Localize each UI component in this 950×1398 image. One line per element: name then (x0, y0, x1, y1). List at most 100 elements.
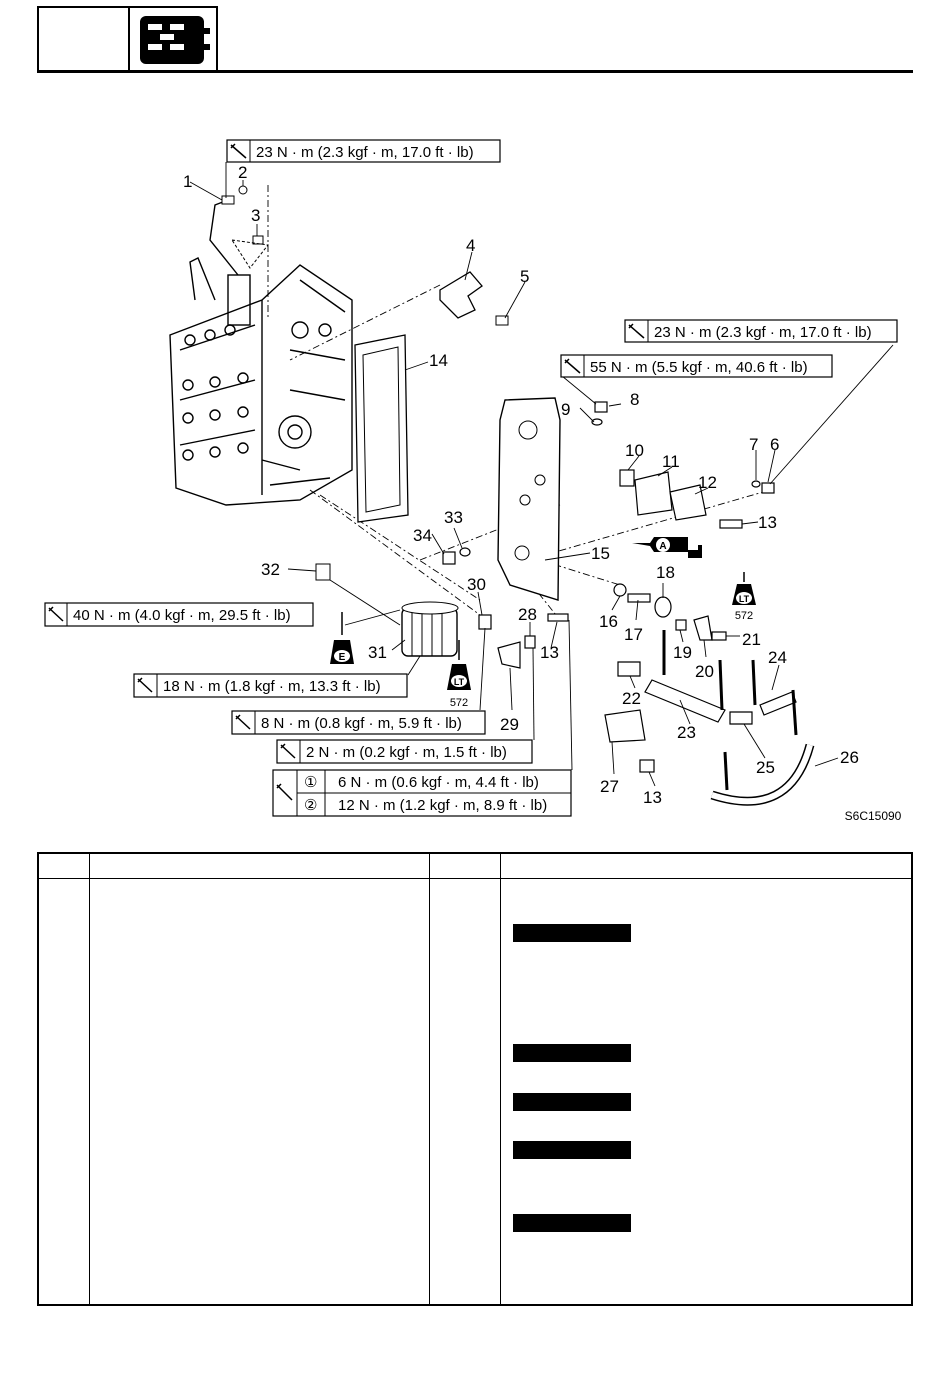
gasket-11 (634, 471, 673, 516)
bolt-5 (495, 315, 509, 326)
gasket-14 (354, 334, 409, 523)
callout-8: 8 (630, 390, 639, 409)
callout-29: 29 (500, 715, 519, 734)
lt-number: 572 (735, 610, 753, 622)
callout-17: 17 (624, 625, 643, 644)
redacted-bar (513, 1141, 631, 1159)
torque-spec-t5: 18 N · m (1.8 kgf · m, 13.3 ft · lb) (133, 673, 408, 698)
callout-11: 11 (662, 452, 680, 471)
bolt-21 (711, 631, 727, 641)
callout-24: 24 (768, 648, 787, 667)
figure-code: S6C15090 (845, 809, 902, 823)
torque-t6-text: 8 N · m (0.8 kgf · m, 5.9 ft · lb) (261, 715, 462, 732)
torque-t1-text: 23 N · m (2.3 kgf · m, 17.0 ft · lb) (256, 144, 474, 161)
callout-26: 26 (840, 748, 859, 767)
lt-label: LT (739, 594, 750, 604)
bolt-13b (639, 759, 655, 773)
seal-16 (613, 583, 627, 597)
washer-7 (751, 480, 761, 488)
table-col-divider (89, 854, 90, 1304)
callout-13a: 13 (758, 513, 777, 532)
table-col-divider (429, 854, 430, 1304)
header-rule (37, 70, 913, 73)
callout-4: 4 (466, 236, 475, 255)
callout-18: 18 (656, 563, 675, 582)
torque-wrench-icon (48, 606, 64, 622)
callout-20: 20 (695, 662, 714, 681)
torque-spec-t3: 55 N · m (5.5 kgf · m, 40.6 ft · lb) (560, 354, 833, 378)
redacted-bar (513, 1214, 631, 1232)
torque-spec-t1: 23 N · m (2.3 kgf · m, 17.0 ft · lb) (226, 139, 501, 163)
t-joint-22 (617, 661, 641, 677)
torque-wrench-icon (230, 143, 247, 159)
part-19 (675, 619, 687, 631)
callout-31: 31 (368, 643, 387, 662)
bolt-13 (719, 519, 743, 529)
callout-19: 19 (673, 643, 692, 662)
torque-t3-text: 55 N · m (5.5 kgf · m, 40.6 ft · lb) (590, 359, 808, 376)
torque-wrench-icon (137, 677, 153, 693)
torque-t8-num2: ② (304, 797, 317, 814)
callout-6: 6 (770, 435, 779, 454)
callout-21: 21 (742, 630, 761, 649)
hose-23 (644, 679, 726, 723)
bracket-27 (604, 709, 646, 743)
torque-spec-t6: 8 N · m (0.8 kgf · m, 5.9 ft · lb) (231, 710, 486, 735)
leader-lines (189, 162, 894, 787)
grease-a-icon: A (632, 537, 702, 558)
fitting-32 (315, 563, 331, 581)
torque-t7-text: 2 N · m (0.2 kgf · m, 1.5 ft · lb) (306, 744, 507, 761)
callout-12: 12 (698, 473, 717, 492)
bolt-13c (547, 613, 569, 622)
table-header-rule (39, 878, 911, 879)
a-label: A (659, 541, 666, 552)
torque-wrench-icon (628, 323, 645, 339)
cover-12 (669, 484, 707, 521)
torque-spec-t2: 23 N · m (2.3 kgf · m, 17.0 ft · lb) (624, 319, 898, 343)
callout-22: 22 (622, 689, 641, 708)
callout-32: 32 (261, 560, 280, 579)
loctite-icon: LT 572 (447, 640, 471, 709)
torque-t5-text: 18 N · m (1.8 kgf · m, 13.3 ft · lb) (163, 678, 381, 695)
torque-wrench-icon (564, 358, 581, 374)
bolt-28 (524, 635, 536, 649)
loctite-icon: LT 572 (732, 572, 756, 622)
torque-t8a-text: 6 N · m (0.6 kgf · m, 4.4 ft · lb) (338, 774, 539, 791)
washer-2 (238, 185, 248, 195)
bolt-6 (761, 482, 775, 494)
torque-t2-text: 23 N · m (2.3 kgf · m, 17.0 ft · lb) (654, 324, 872, 341)
callout-33: 33 (444, 508, 463, 527)
callout-3: 3 (251, 206, 260, 225)
torque-wrench-icon (280, 743, 296, 759)
callout-labels: 1 2 3 4 5 6 7 8 9 10 11 12 13 13 13 13 1… (183, 163, 859, 807)
oil-filter-31 (401, 601, 459, 657)
callout-2: 2 (238, 163, 247, 182)
callout-14: 14 (429, 351, 448, 370)
redacted-bar (513, 1044, 631, 1062)
callout-13c: 13 (643, 788, 662, 807)
callout-16: 16 (599, 612, 618, 631)
bolt-8 (594, 401, 608, 413)
chapter-box (37, 6, 130, 70)
parts-table (37, 852, 913, 1306)
callout-30: 30 (467, 575, 486, 594)
engine-oil-icon: E (330, 612, 354, 664)
torque-t4-text: 40 N · m (4.0 kgf · m, 29.5 ft · lb) (73, 607, 291, 624)
shaft-17 (627, 593, 651, 603)
table-col-divider (500, 854, 501, 1304)
hose-24 (759, 691, 797, 716)
lt-number-2: 572 (450, 697, 468, 709)
washer-33 (459, 547, 471, 557)
callout-5: 5 (520, 267, 529, 286)
cylinder-block (169, 257, 353, 506)
callout-34: 34 (413, 526, 432, 545)
redacted-bar (513, 1093, 631, 1111)
torque-t8-num1: ① (304, 774, 317, 791)
bracket-4 (439, 271, 483, 319)
small-parts (442, 401, 797, 773)
chapter-icon-box (130, 6, 218, 70)
torque-wrench-icon (276, 783, 293, 801)
clip-29 (497, 641, 521, 669)
callout-15: 15 (591, 544, 610, 563)
sensor-lead (209, 199, 239, 276)
